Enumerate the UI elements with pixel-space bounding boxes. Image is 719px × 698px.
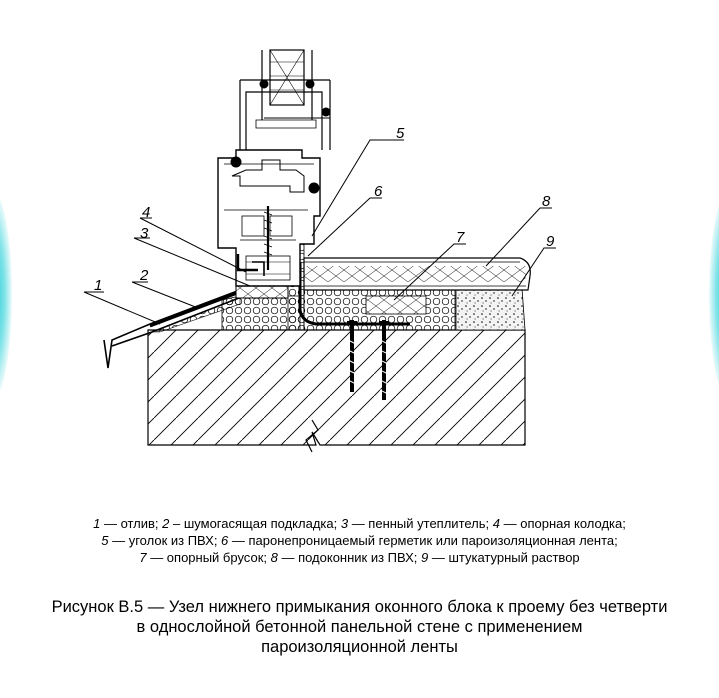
plaster-layer bbox=[454, 287, 526, 331]
break-line bbox=[305, 419, 319, 453]
support-block bbox=[235, 285, 289, 299]
caption-line-2: в однослойной бетонной панельной стене с… bbox=[136, 618, 583, 636]
concrete-wall bbox=[147, 329, 526, 446]
pvc-window-sill bbox=[303, 257, 531, 291]
legend-num-7: 7 bbox=[139, 550, 147, 565]
legend-num-8: 8 bbox=[270, 550, 278, 565]
support-bar bbox=[365, 295, 427, 315]
window-sill-node-drawing: 1 2 3 4 5 6 7 8 9 bbox=[83, 49, 556, 453]
callout-9: 9 bbox=[546, 233, 555, 250]
legend-line-1: 1 — отлив; 2 – шумогасящая подкладка; 3 … bbox=[0, 515, 719, 532]
legend-num-6: 6 bbox=[221, 533, 229, 548]
caption-line-1: Рисунок В.5 — Узел нижнего примыкания ок… bbox=[51, 598, 668, 616]
legend-text-9: — штукатурный раствор bbox=[428, 550, 580, 565]
legend-line-2: 5 — уголок из ПВХ; 6 — паронепроницаемый… bbox=[0, 532, 719, 549]
legend-line-3: 7 — опорный брусок; 8 — подоконник из ПВ… bbox=[0, 549, 719, 566]
legend-text-8: — подоконник из ПВХ; bbox=[277, 550, 422, 565]
callout-3: 3 bbox=[140, 225, 149, 242]
legend-num-9: 9 bbox=[421, 550, 429, 565]
leader-lines bbox=[83, 139, 556, 325]
legend-num-1: 1 bbox=[93, 516, 101, 531]
callout-5: 5 bbox=[396, 125, 405, 142]
legend-text-6: — паронепроницаемый герметик или пароизо… bbox=[228, 533, 618, 548]
noise-damping-pad bbox=[151, 297, 241, 333]
callout-2: 2 bbox=[139, 267, 149, 284]
figure-caption: Рисунок В.5 — Узел нижнего примыкания ок… bbox=[0, 597, 719, 657]
vapor-barrier-tape bbox=[298, 262, 410, 326]
callout-7: 7 bbox=[456, 229, 465, 246]
legend-text-2: – шумогасящая подкладка; bbox=[169, 516, 341, 531]
callout-1: 1 bbox=[94, 277, 102, 294]
legend-num-4: 4 bbox=[492, 516, 500, 531]
legend-text-4: — опорная колодка; bbox=[500, 516, 626, 531]
callout-6: 6 bbox=[374, 183, 383, 200]
legend-text-7: — опорный брусок; bbox=[146, 550, 271, 565]
legend-num-3: 3 bbox=[340, 516, 349, 531]
legend-text-1: — отлив; bbox=[100, 516, 163, 531]
legend-num-5: 5 bbox=[101, 533, 109, 548]
left-edge-glow bbox=[0, 190, 12, 400]
legend-text-3: — пенный утеплитель; bbox=[348, 516, 493, 531]
legend-num-2: 2 bbox=[162, 516, 170, 531]
legend-text-5: — уголок из ПВХ; bbox=[108, 533, 222, 548]
caption-line-3: пароизоляционной ленты bbox=[261, 638, 458, 656]
window-frame-profile bbox=[217, 49, 331, 287]
right-edge-glow bbox=[709, 190, 719, 400]
anchor-bolts bbox=[347, 320, 389, 400]
callout-numbers: 1 2 3 4 5 6 7 8 9 bbox=[94, 125, 555, 294]
callout-8: 8 bbox=[542, 193, 551, 210]
callout-4: 4 bbox=[142, 204, 150, 221]
